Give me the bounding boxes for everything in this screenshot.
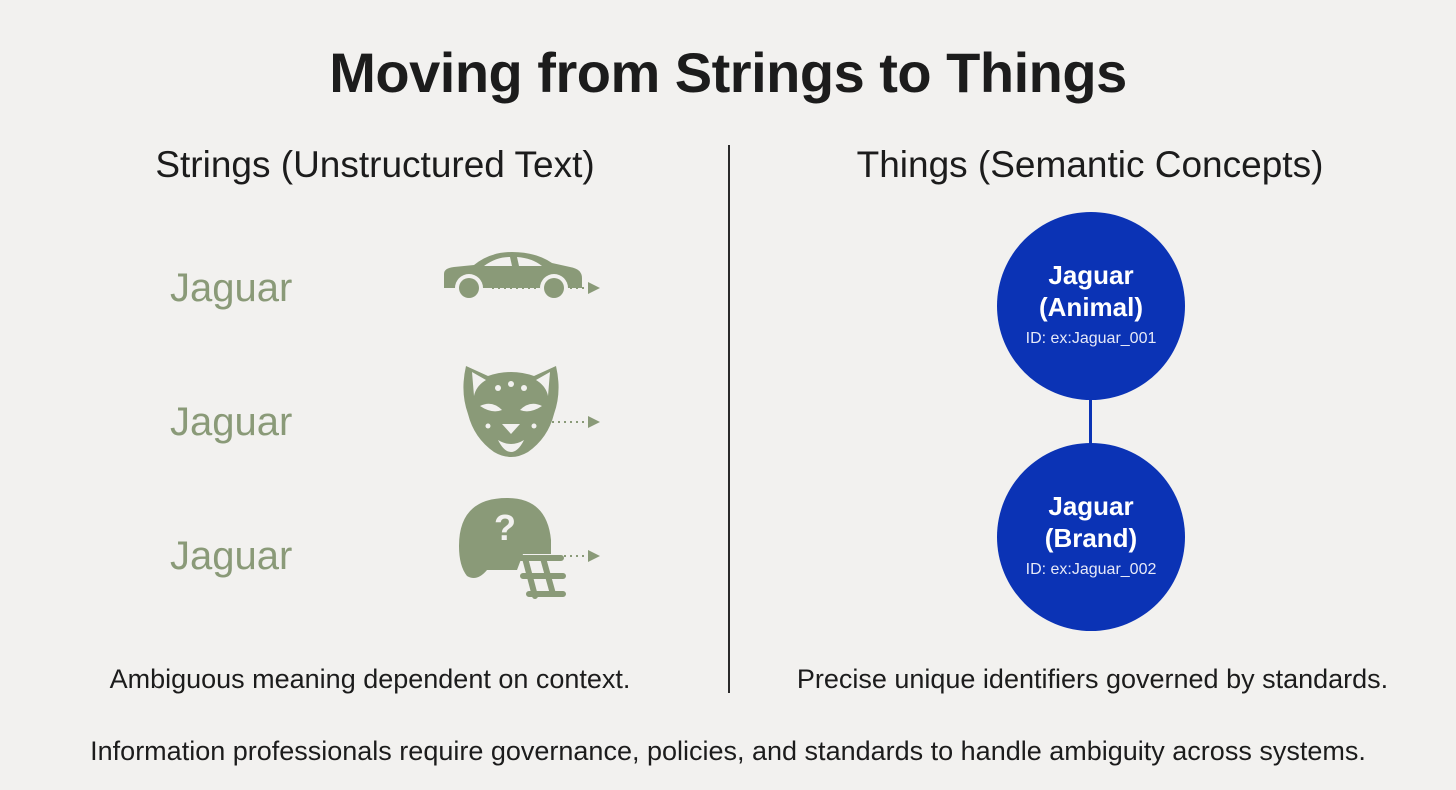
car-icon bbox=[444, 252, 582, 302]
string-word: Jaguar bbox=[170, 400, 293, 444]
string-row-helmet: Jaguar bbox=[170, 518, 610, 598]
node-label-type: (Animal) bbox=[1039, 292, 1143, 322]
concept-node-animal: Jaguar (Animal) ID: ex:Jaguar_001 bbox=[997, 212, 1185, 400]
node-label-type: (Brand) bbox=[1044, 523, 1138, 553]
footer-note: Information professionals require govern… bbox=[90, 736, 1366, 766]
strings-heading: Strings (Unstructured Text) bbox=[155, 144, 595, 185]
node-label: Jaguar bbox=[1048, 491, 1134, 521]
strings-caption: Ambiguous meaning dependent on context. bbox=[109, 664, 631, 694]
node-connector bbox=[1089, 398, 1092, 446]
node-label: Jaguar bbox=[1048, 260, 1134, 290]
football-helmet-question-icon: ? bbox=[459, 498, 566, 599]
column-divider bbox=[728, 145, 730, 693]
string-word: Jaguar bbox=[170, 534, 293, 578]
node-identifier: ID: ex:Jaguar_001 bbox=[1025, 330, 1157, 347]
concept-node-brand: Jaguar (Brand) ID: ex:Jaguar_002 bbox=[997, 443, 1185, 631]
slide-title: Moving from Strings to Things bbox=[329, 41, 1127, 104]
things-caption: Precise unique identifiers governed by s… bbox=[796, 664, 1389, 694]
string-word: Jaguar bbox=[170, 266, 293, 310]
things-heading: Things (Semantic Concepts) bbox=[856, 144, 1324, 185]
jaguar-head-icon bbox=[463, 366, 559, 457]
node-identifier: ID: ex:Jaguar_002 bbox=[1025, 561, 1157, 578]
svg-text:?: ? bbox=[494, 507, 516, 548]
